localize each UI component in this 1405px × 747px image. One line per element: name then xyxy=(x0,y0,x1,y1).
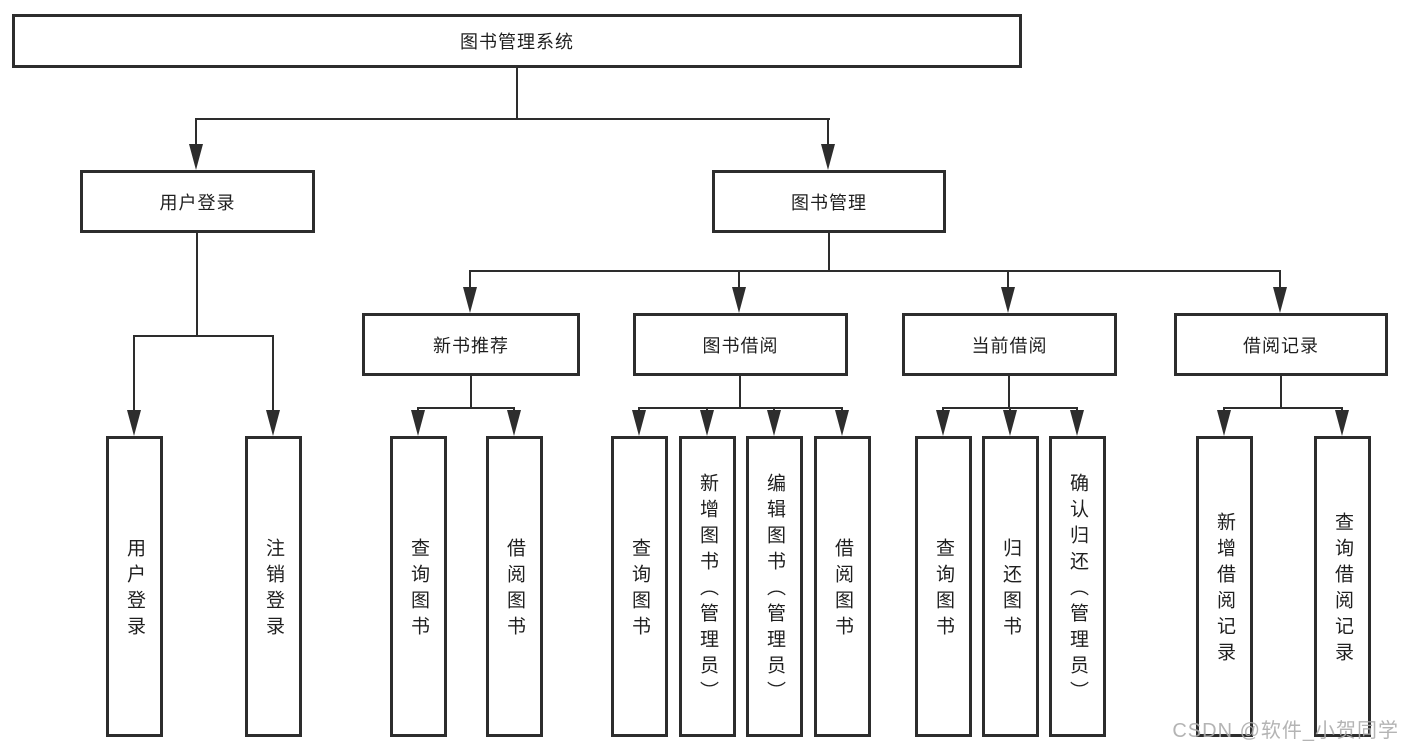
leaf-query-books: 查询图书 xyxy=(611,436,668,737)
connector-drop xyxy=(133,335,135,411)
arrow-down-icon xyxy=(1273,287,1287,313)
arrow-down-icon xyxy=(411,410,425,436)
leaf-user-login: 用户登录 xyxy=(106,436,163,737)
arrow-down-icon xyxy=(127,410,141,436)
connector-drop xyxy=(1007,270,1009,289)
connector-stem xyxy=(470,376,472,409)
arrow-down-icon xyxy=(1217,410,1231,436)
node-new-book-recommend: 新书推荐 xyxy=(362,313,580,376)
arrow-down-icon xyxy=(463,287,477,313)
leaf-return-book: 归还图书 xyxy=(982,436,1039,737)
leaf-add-borrow-record: 新增借阅记录 xyxy=(1196,436,1253,737)
connector-drop xyxy=(469,270,471,289)
node-book-management: 图书管理 xyxy=(712,170,946,233)
connector-userlogin-stem xyxy=(196,233,198,337)
leaf-edit-book-admin: 编辑图书（管理员） xyxy=(746,436,803,737)
arrow-down-icon xyxy=(835,410,849,436)
connector-stem xyxy=(739,376,741,409)
arrow-down-icon xyxy=(1003,410,1017,436)
connector-bar xyxy=(1223,407,1343,409)
connector-level3-bar xyxy=(470,270,1281,272)
leaf-add-book-admin: 新增图书（管理员） xyxy=(679,436,736,737)
connector-stem xyxy=(1008,376,1010,409)
connector-stem xyxy=(1280,376,1282,409)
arrow-down-icon xyxy=(732,287,746,313)
leaf-query-borrow-record: 查询借阅记录 xyxy=(1314,436,1371,737)
csdn-watermark: CSDN @软件_小贺同学 xyxy=(1172,720,1399,742)
node-root: 图书管理系统 xyxy=(12,14,1022,68)
node-current-borrow: 当前借阅 xyxy=(902,313,1117,376)
leaf-borrow-books: 借阅图书 xyxy=(814,436,871,737)
arrow-down-icon xyxy=(266,410,280,436)
connector-root-stem xyxy=(516,68,518,119)
connector-drop xyxy=(738,270,740,289)
connector-bar xyxy=(417,407,515,409)
arrow-down-icon xyxy=(767,410,781,436)
connector-userlogin-bar xyxy=(133,335,274,337)
arrow-down-icon xyxy=(189,144,203,170)
leaf-confirm-return-admin: 确认归还（管理员） xyxy=(1049,436,1106,737)
arrow-down-icon xyxy=(1070,410,1084,436)
arrow-down-icon xyxy=(1335,410,1349,436)
arrow-down-icon xyxy=(821,144,835,170)
node-borrow-records: 借阅记录 xyxy=(1174,313,1388,376)
arrow-down-icon xyxy=(1001,287,1015,313)
leaf-query-books: 查询图书 xyxy=(915,436,972,737)
connector-bookmgmt-stem xyxy=(828,233,830,272)
node-book-borrow: 图书借阅 xyxy=(633,313,848,376)
connector-drop xyxy=(827,118,829,146)
arrow-down-icon xyxy=(632,410,646,436)
connector-drop xyxy=(195,118,197,146)
leaf-query-books: 查询图书 xyxy=(390,436,447,737)
arrow-down-icon xyxy=(700,410,714,436)
leaf-borrow-books: 借阅图书 xyxy=(486,436,543,737)
connector-bar xyxy=(638,407,843,409)
connector-drop xyxy=(1279,270,1281,289)
leaf-logout: 注销登录 xyxy=(245,436,302,737)
arrow-down-icon xyxy=(507,410,521,436)
connector-level2-bar xyxy=(196,118,830,120)
connector-drop xyxy=(272,335,274,411)
node-user-login: 用户登录 xyxy=(80,170,315,233)
arrow-down-icon xyxy=(936,410,950,436)
